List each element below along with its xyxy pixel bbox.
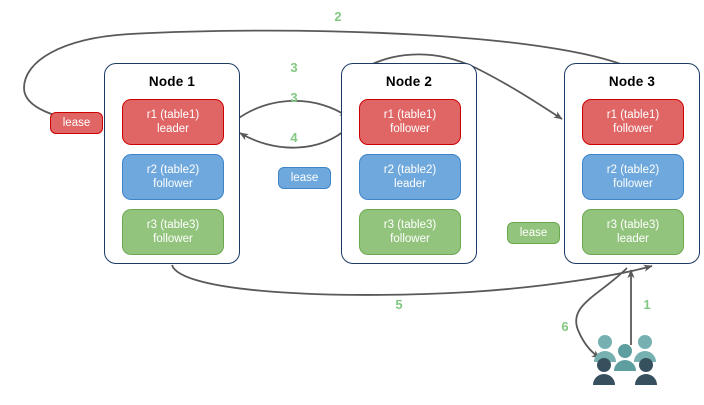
replica-name: r2 (table2) (383, 163, 437, 176)
edge-label-4: 4 (290, 130, 298, 145)
replica-role: leader (394, 178, 426, 190)
node-2-box[interactable]: Node 2 r1 (table1) follower r2 (table2) … (341, 63, 477, 264)
node-1-replica-r2[interactable]: r2 (table2) follower (122, 154, 224, 200)
node-2-replica-r2[interactable]: r2 (table2) leader (359, 154, 461, 200)
node-3-replica-r1[interactable]: r1 (table1) follower (582, 99, 684, 145)
replica-role: leader (617, 233, 649, 245)
node-1-replica-r1[interactable]: r1 (table1) leader (122, 99, 224, 145)
edge-label-3b: 3 (290, 90, 298, 105)
node-2-title: Node 2 (385, 74, 433, 89)
replica-role: follower (613, 123, 653, 135)
replica-name: r1 (table1) (146, 108, 200, 121)
node-3-replica-r3[interactable]: r3 (table3) leader (582, 209, 684, 255)
edge-3-lower (235, 99, 349, 121)
replica-name: r1 (table1) (383, 108, 437, 121)
node-1-replica-r3[interactable]: r3 (table3) follower (122, 209, 224, 255)
users-icon (593, 335, 657, 385)
replica-role: follower (390, 233, 430, 245)
edge-2 (23, 29, 636, 126)
replica-role: follower (613, 178, 653, 190)
edge-label-6: 6 (561, 319, 569, 334)
edge-3-upper (341, 53, 563, 120)
lease-badge-green[interactable]: lease (507, 222, 560, 244)
edge-4 (239, 123, 353, 149)
node-2-replica-r1[interactable]: r1 (table1) follower (359, 99, 461, 145)
replica-role: follower (390, 123, 430, 135)
edge-5 (171, 264, 653, 296)
node-3-replica-r2[interactable]: r2 (table2) follower (582, 154, 684, 200)
lease-badge-blue[interactable]: lease (278, 167, 331, 189)
node-3-title: Node 3 (608, 74, 656, 89)
node-3-box[interactable]: Node 3 r1 (table1) follower r2 (table2) … (564, 63, 700, 264)
replica-role: follower (153, 233, 193, 245)
edge-label-5: 5 (395, 297, 403, 312)
replica-name: r1 (table1) (606, 108, 660, 121)
node-2-replica-r3[interactable]: r3 (table3) follower (359, 209, 461, 255)
replica-name: r2 (table2) (146, 163, 200, 176)
replica-name: r3 (table3) (146, 218, 200, 231)
edge-label-1: 1 (643, 297, 651, 312)
replica-role: follower (153, 178, 193, 190)
edge-label-3a: 3 (290, 60, 298, 75)
replica-role: leader (157, 123, 189, 135)
edge-6 (575, 267, 628, 359)
replica-name: r2 (table2) (606, 163, 660, 176)
node-1-title: Node 1 (148, 74, 196, 89)
edge-label-2: 2 (334, 9, 342, 24)
lease-badge-red[interactable]: lease (50, 112, 103, 134)
node-1-box[interactable]: Node 1 r1 (table1) leader r2 (table2) fo… (104, 63, 240, 264)
replica-name: r3 (table3) (606, 218, 660, 231)
replica-name: r3 (table3) (383, 218, 437, 231)
